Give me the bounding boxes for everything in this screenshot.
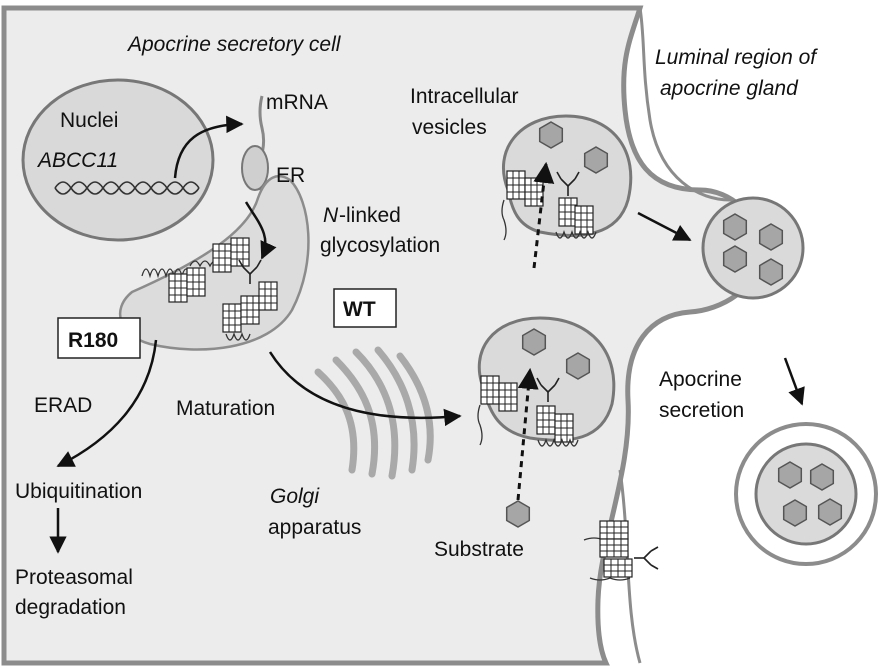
golgi-apparatus-icon bbox=[314, 346, 434, 480]
secretion-arrow bbox=[783, 357, 805, 406]
luminal-label-line2: apocrine gland bbox=[660, 77, 799, 100]
budding-vesicle bbox=[701, 196, 805, 300]
dna-helix-icon bbox=[54, 181, 200, 195]
substrate-hexagon-icon bbox=[758, 258, 784, 286]
maturation-label: Maturation bbox=[176, 397, 275, 420]
maturation-arrow bbox=[268, 351, 462, 427]
substrate-label: Substrate bbox=[434, 538, 524, 561]
translation-arrow bbox=[244, 201, 277, 260]
substrate-hexagon-icon bbox=[722, 213, 748, 241]
substrate-hexagon-icon bbox=[777, 461, 803, 489]
substrate-hexagon-icon bbox=[782, 499, 808, 527]
vesicles-label-line1: Intracellular bbox=[410, 85, 519, 108]
er-protein-glycosylated bbox=[222, 259, 278, 341]
substrate-hexagon-icon bbox=[565, 352, 591, 380]
substrate-hexagon-icon bbox=[583, 146, 609, 174]
golgi-label-line1: Golgi bbox=[270, 485, 320, 508]
substrate-hexagon-icon bbox=[809, 463, 835, 491]
transcription-arrow bbox=[173, 115, 244, 179]
ribosome-icon bbox=[241, 145, 269, 191]
plasma-membrane-transporter bbox=[583, 520, 659, 581]
intracellular-vesicle-upper bbox=[501, 114, 633, 269]
wt-box bbox=[333, 288, 397, 328]
er-protein-r180 bbox=[141, 237, 250, 303]
r180-box bbox=[57, 317, 141, 359]
substrate-hexagon-icon bbox=[521, 328, 547, 356]
secretion-label-line2: secretion bbox=[659, 399, 744, 422]
substrate-hexagon-icon bbox=[722, 245, 748, 273]
erad-label: ERAD bbox=[34, 394, 92, 417]
nuclei-label: Nuclei bbox=[60, 109, 118, 132]
nucleus bbox=[21, 78, 215, 242]
mrna-label: mRNA bbox=[266, 91, 328, 114]
erad-arrow bbox=[56, 339, 158, 468]
cell-title: Apocrine secretory cell bbox=[126, 33, 342, 56]
ubiquitination-label: Ubiquitination bbox=[15, 480, 142, 503]
golgi-label-line2: apparatus bbox=[268, 516, 361, 539]
glycosylation-label-line1: -linked bbox=[339, 204, 401, 227]
substrate-hexagon-icon bbox=[505, 500, 531, 528]
substrate-hexagon-icon bbox=[758, 223, 784, 251]
substrate-hexagon-icon bbox=[817, 498, 843, 526]
wt-label: WT bbox=[343, 298, 376, 321]
luminal-label-line1: Luminal region of bbox=[655, 46, 818, 69]
gene-label: ABCC11 bbox=[36, 149, 118, 172]
proteasomal-label-line1: Proteasomal bbox=[15, 566, 133, 589]
adjacent-cell-boundary bbox=[638, 7, 731, 202]
proteasomal-label-line2: degradation bbox=[15, 596, 126, 619]
glycosylation-n-label: N bbox=[323, 204, 339, 227]
er-label: ER bbox=[276, 164, 305, 187]
vesicles-label-line2: vesicles bbox=[412, 116, 487, 139]
secreted-vesicle-inner bbox=[754, 442, 858, 546]
secretion-label-line1: Apocrine bbox=[659, 368, 742, 391]
intracellular-vesicle-lower bbox=[477, 316, 616, 501]
r180-label: R180 bbox=[68, 329, 118, 352]
budding-arrow bbox=[637, 211, 692, 242]
substrate-hexagon-icon bbox=[538, 121, 564, 149]
glycosylation-label-line2: glycosylation bbox=[320, 234, 440, 257]
